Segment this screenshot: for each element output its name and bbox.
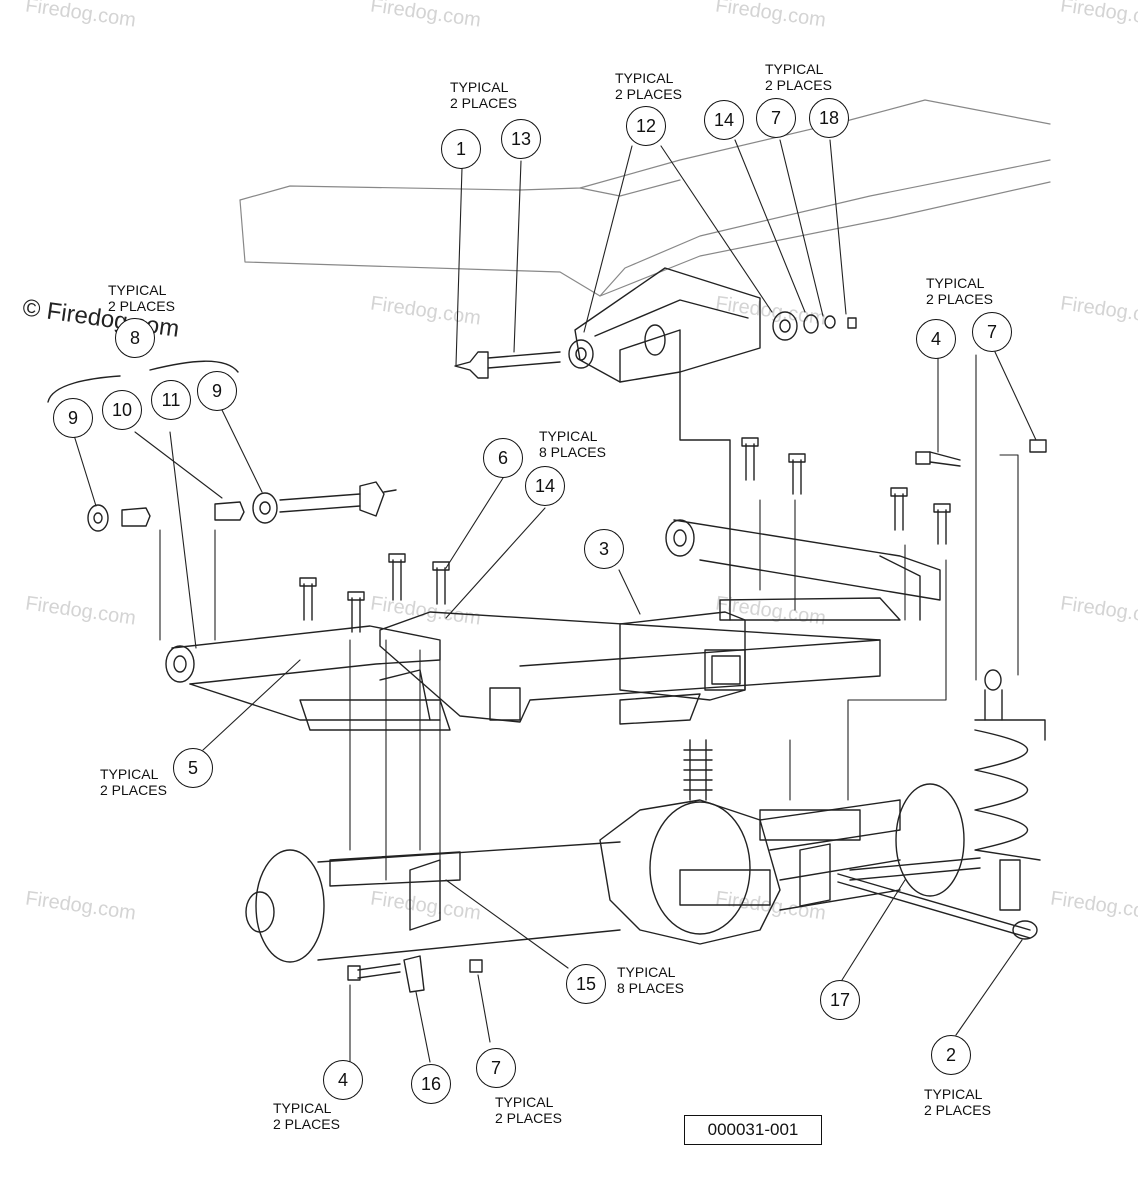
callout-7: 7: [476, 1048, 516, 1088]
callout-14: 14: [525, 466, 565, 506]
note-typical-2-places: TYPICAL 2 PLACES: [615, 70, 682, 102]
callout-4: 4: [323, 1060, 363, 1100]
shock-absorber: [974, 669, 1046, 940]
callout-1: 1: [441, 129, 481, 169]
callout-13: 13: [501, 119, 541, 159]
leader-lines: [72, 139, 1037, 1063]
note-typical-2-places: TYPICAL 2 PLACES: [100, 766, 167, 798]
callout-14: 14: [704, 100, 744, 140]
note-typical-2-places: TYPICAL 2 PLACES: [108, 282, 175, 314]
callout-15: 15: [566, 964, 606, 1004]
pivot-bolt-left: [87, 481, 397, 532]
callout-17: 17: [820, 980, 860, 1020]
callout-18: 18: [809, 98, 849, 138]
group-bracket: [47, 360, 239, 403]
callout-4: 4: [916, 319, 956, 359]
note-typical-2-places: TYPICAL 2 PLACES: [450, 79, 517, 111]
note-typical-2-places: TYPICAL 2 PLACES: [273, 1100, 340, 1132]
cross-bracket: [574, 267, 761, 621]
callout-9: 9: [197, 371, 237, 411]
note-typical-8-places: TYPICAL 8 PLACES: [617, 964, 684, 996]
bolts: [299, 437, 1047, 633]
hitch-receiver: [379, 611, 881, 725]
frame-rail: [239, 99, 1051, 297]
callout-12: 12: [626, 106, 666, 146]
note-typical-8-places: TYPICAL 8 PLACES: [539, 428, 606, 460]
callout-9: 9: [53, 398, 93, 438]
callout-16: 16: [411, 1064, 451, 1104]
callout-3: 3: [584, 529, 624, 569]
callout-8: 8: [115, 318, 155, 358]
callout-6: 6: [483, 438, 523, 478]
callout-2: 2: [931, 1035, 971, 1075]
note-typical-2-places: TYPICAL 2 PLACES: [495, 1094, 562, 1126]
axle-differential: [245, 739, 965, 963]
trailing-arm-left: [165, 625, 451, 731]
drawing-number: 000031-001: [684, 1115, 822, 1145]
trailing-arm-right: [665, 519, 941, 621]
callout-7: 7: [756, 98, 796, 138]
note-typical-2-places: TYPICAL 2 PLACES: [926, 275, 993, 307]
callout-10: 10: [102, 390, 142, 430]
note-typical-2-places: TYPICAL 2 PLACES: [765, 61, 832, 93]
callout-5: 5: [173, 748, 213, 788]
lower-hardware: [347, 857, 1031, 993]
pivot-bolt-upper: [454, 311, 857, 379]
note-typical-2-places: TYPICAL 2 PLACES: [924, 1086, 991, 1118]
callout-7: 7: [972, 312, 1012, 352]
callout-11: 11: [151, 380, 191, 420]
